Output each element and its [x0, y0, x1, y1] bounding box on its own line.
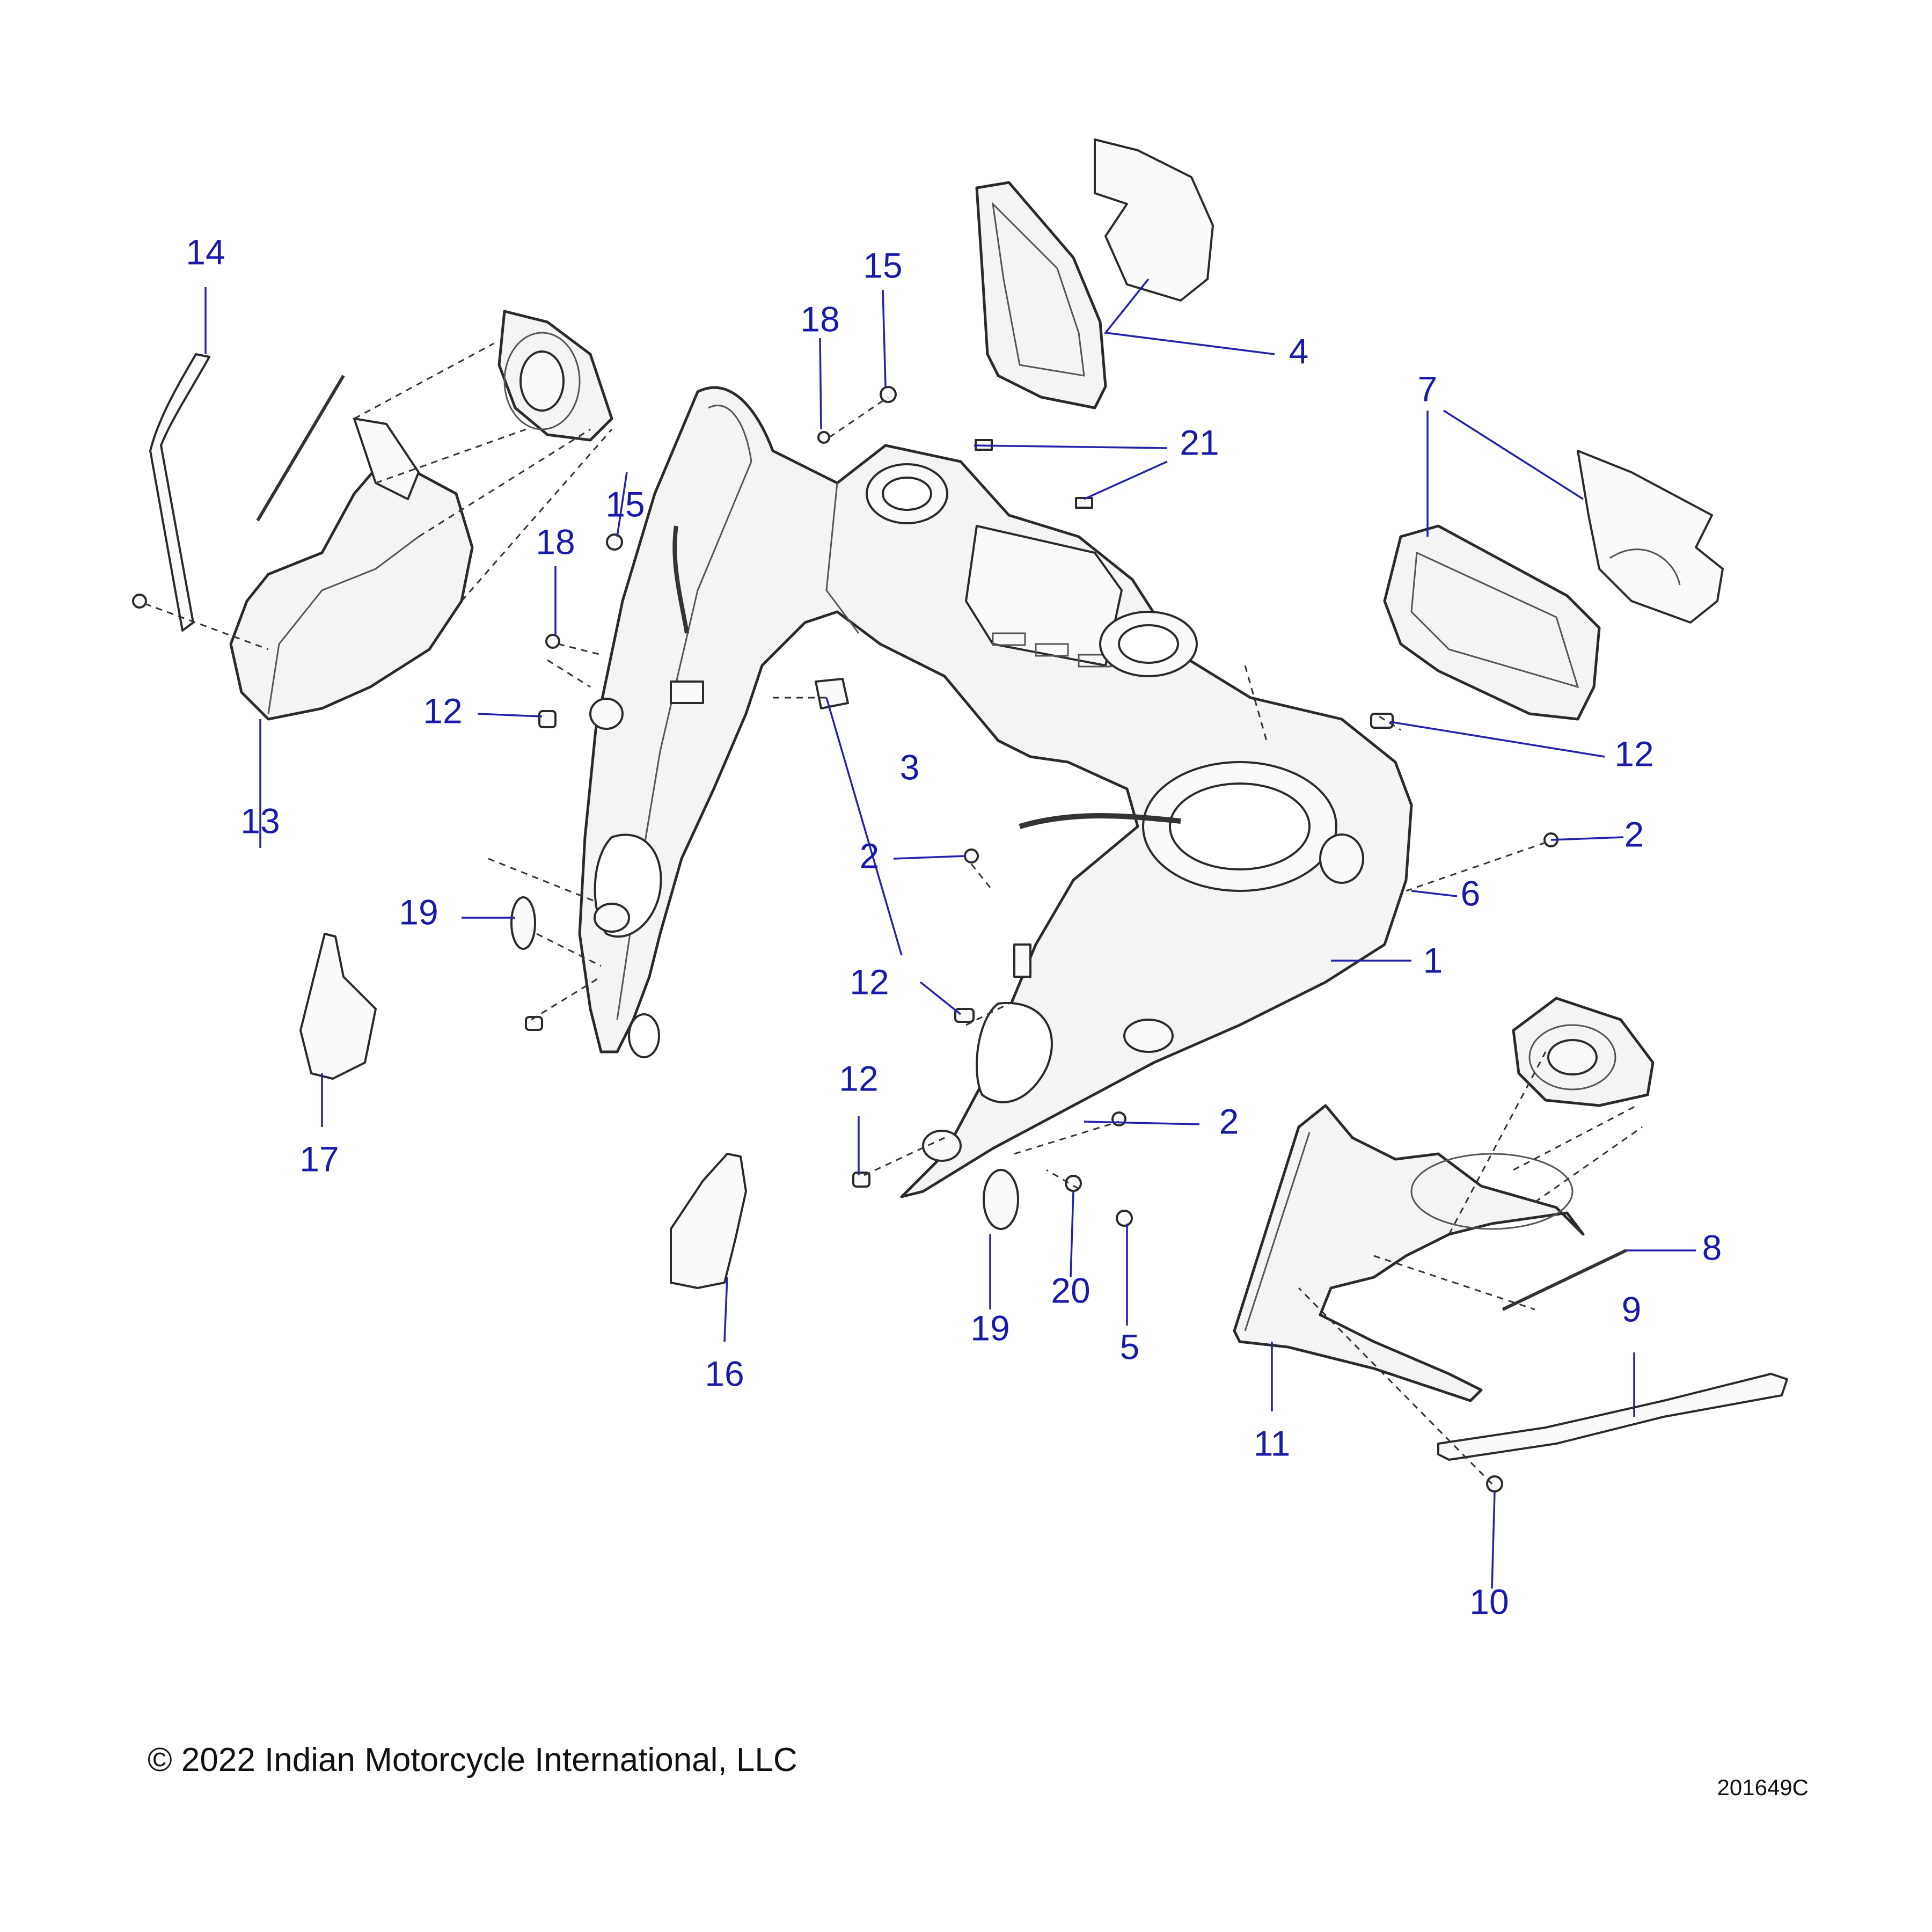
copyright-text: © 2022 Indian Motorcycle International, … — [148, 1741, 797, 1779]
center-lower-cover — [670, 1153, 747, 1289]
callout-17: 17 — [299, 1139, 339, 1179]
callout-2-center: 2 — [860, 836, 880, 875]
callout-9: 9 — [1622, 1289, 1642, 1329]
callout-5: 5 — [1120, 1327, 1140, 1366]
callout-16: 16 — [705, 1353, 744, 1393]
left-lower-cover — [299, 933, 377, 1080]
callout-12-left: 12 — [423, 691, 462, 730]
callout-12-right: 12 — [1614, 734, 1653, 773]
callout-18-top: 18 — [800, 299, 839, 339]
right-speaker-housing — [1512, 997, 1655, 1107]
callout-2-right: 2 — [1624, 814, 1644, 854]
callout-19-lower: 19 — [970, 1308, 1009, 1348]
right-brace-rod — [1437, 1373, 1788, 1461]
callout-13: 13 — [240, 801, 280, 840]
callout-15-left: 15 — [605, 484, 645, 524]
callout-19-left: 19 — [399, 892, 438, 932]
callout-14: 14 — [186, 232, 225, 272]
callout-7: 7 — [1418, 369, 1438, 408]
assembly-lines — [144, 342, 1643, 1485]
callout-1: 1 — [1423, 940, 1443, 980]
callout-10: 10 — [1469, 1582, 1509, 1621]
callout-6: 6 — [1461, 873, 1481, 913]
left-brace-rod — [149, 353, 210, 632]
left-outer-fairing — [229, 418, 474, 721]
callout-18-left: 18 — [536, 522, 575, 561]
callout-11: 11 — [1254, 1423, 1291, 1463]
callout-15-top: 15 — [863, 245, 902, 285]
leader-lines — [204, 278, 1696, 1589]
callout-21: 21 — [1180, 422, 1219, 462]
callout-12-center: 12 — [850, 962, 889, 1001]
left-speaker-housing — [497, 310, 613, 442]
callout-20: 20 — [1051, 1270, 1090, 1310]
callout-4: 4 — [1289, 331, 1309, 371]
callout-12-lower: 12 — [839, 1058, 878, 1098]
upper-trim-frame-part-4 — [975, 138, 1214, 409]
callout-labels: 14 15 18 15 18 4 21 7 12 13 3 12 2 2 6 1… — [186, 232, 1722, 1621]
callout-2-lower: 2 — [1219, 1101, 1239, 1141]
trim-frame-part-7 — [1383, 450, 1724, 721]
callout-3: 3 — [900, 747, 920, 787]
callout-8: 8 — [1702, 1227, 1722, 1267]
drawing-number: 201649C — [1717, 1775, 1809, 1800]
small-hardware — [132, 386, 1558, 1492]
inner-fairing-body — [578, 386, 1413, 1198]
right-outer-fairing — [1233, 1104, 1585, 1402]
